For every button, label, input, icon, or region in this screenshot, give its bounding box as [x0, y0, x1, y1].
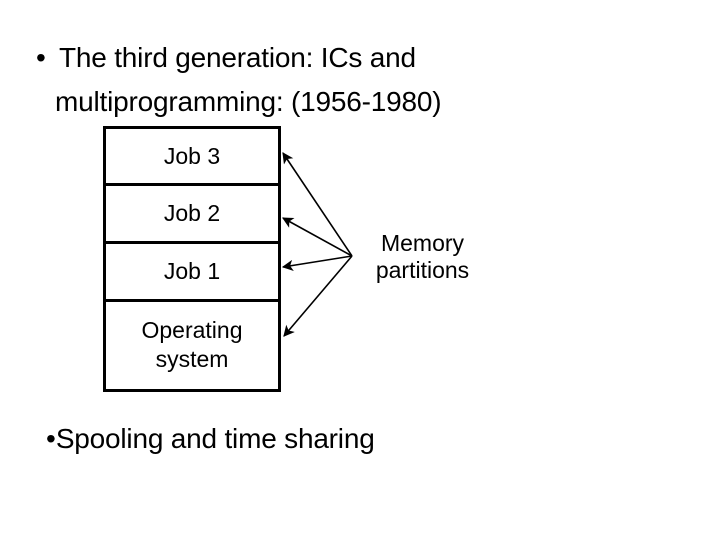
memory-row-job1-label: Job 1 [163, 258, 221, 284]
heading-text: The third generation: ICs and multiprogr… [55, 36, 596, 124]
heading-bullet-row: • The third generation: ICs and multipro… [36, 36, 596, 124]
memory-row-job2: Job 2 [106, 186, 278, 244]
sub-bullet-text: Spooling and time sharing [55, 423, 375, 454]
arrow-to-job1 [281, 255, 353, 271]
bullet-marker-icon: • [36, 42, 46, 73]
arrow-to-job3 [282, 152, 353, 257]
memory-row-os-label-line-1: Operating [141, 317, 243, 343]
memory-row-job3-label: Job 3 [163, 142, 221, 169]
heading-line-1: The third generation: ICs and [59, 42, 416, 73]
memory-row-os-label-line-2: system [155, 346, 229, 372]
memory-partitions-diagram: Job 3 Job 2 Job 1 Operating system [103, 126, 281, 392]
memory-row-job1: Job 1 [106, 244, 278, 302]
memory-row-os-label: Operating system [141, 316, 242, 374]
arrow-to-job2 [282, 217, 353, 257]
arrow-to-operating-system [283, 255, 353, 337]
memory-partitions-label-line-2: partitions [375, 257, 470, 283]
memory-partitions-label: Memory partitions [360, 230, 485, 284]
memory-stack: Job 3 Job 2 Job 1 Operating system [103, 126, 281, 392]
memory-row-job3: Job 3 [106, 129, 278, 186]
heading-line-2: multiprogramming: (1956-1980) [55, 86, 442, 117]
slide-heading: • The third generation: ICs and multipro… [36, 36, 596, 124]
memory-row-job2-label: Job 2 [163, 200, 221, 226]
memory-row-operating-system: Operating system [106, 302, 278, 389]
memory-partitions-label-line-1: Memory [380, 230, 465, 256]
sub-bullet-marker-icon: • [46, 423, 56, 454]
sub-bullet-point: • Spooling and time sharing [46, 420, 375, 458]
